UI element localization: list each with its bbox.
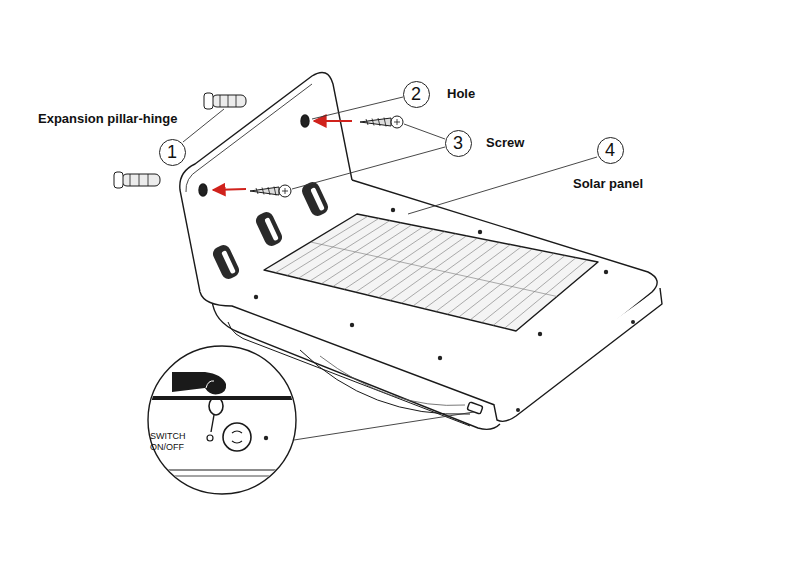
callout-number-text: 1 xyxy=(167,143,177,161)
callout-number-text: 4 xyxy=(605,141,615,159)
panel-cell-line xyxy=(311,242,558,297)
callout-number: 4 xyxy=(597,137,624,164)
callout-number-text: 3 xyxy=(453,134,463,152)
callout-number: 2 xyxy=(403,81,430,108)
part-name: Screw xyxy=(486,135,524,150)
part-name: Expansion pillar-hinge xyxy=(38,111,177,126)
part-name: Solar panel xyxy=(573,176,643,191)
part-name: Hole xyxy=(447,86,475,101)
callout-number: 3 xyxy=(445,130,472,157)
callout-number-text: 2 xyxy=(411,85,421,103)
switch-label: SWITCH ON/OFF xyxy=(150,431,202,453)
callout-number: 1 xyxy=(159,139,186,166)
